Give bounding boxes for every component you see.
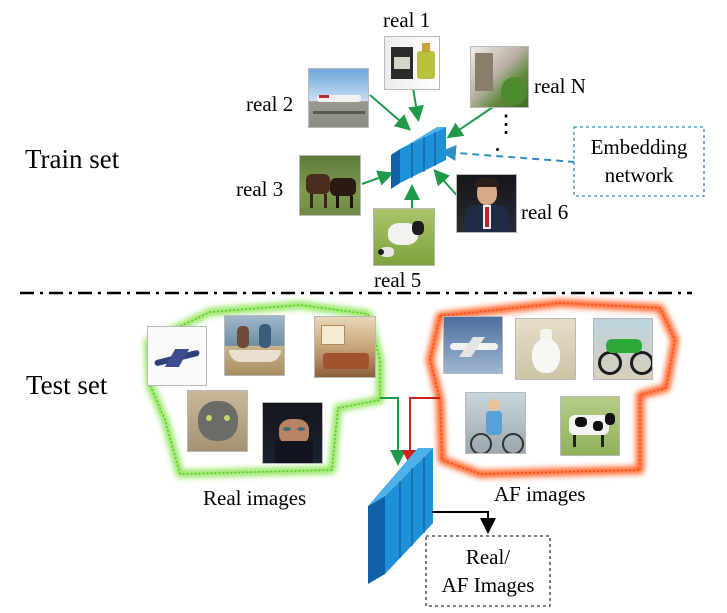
real2-label: real 2: [246, 92, 294, 116]
real6-label: real 6: [521, 200, 569, 224]
embedding-network-box: [573, 126, 705, 197]
real-test-living-room: [314, 316, 376, 378]
ellipsis-vertical-2: [496, 148, 499, 151]
af-test-cow: [560, 396, 620, 456]
output-line2: AF Images: [441, 573, 535, 597]
real6-thumbnail-man-in-suit: [456, 174, 517, 233]
realN-label: real N: [534, 74, 586, 98]
realN-thumbnail-garden: [470, 46, 529, 108]
af-test-motorcycle: [593, 318, 653, 380]
ellipsis-vertical: ⋮: [494, 112, 518, 138]
real-test-cat: [187, 390, 248, 452]
real-test-boat-people: [224, 315, 285, 376]
af-images-label: AF images: [494, 482, 586, 506]
real2-thumbnail-airplane: [308, 68, 369, 128]
test-network-icon: [368, 448, 433, 584]
test-set-label: Test set: [26, 370, 108, 400]
af-test-jet: [443, 316, 503, 374]
af-test-vase: [515, 318, 576, 380]
real-images-label: Real images: [203, 486, 307, 510]
real5-thumbnail-sheep: [373, 208, 435, 266]
real3-thumbnail-cows: [299, 155, 361, 216]
real3-label: real 3: [236, 177, 284, 201]
embedding-network-label: Embedding network: [574, 135, 704, 187]
embedding-line1: Embedding: [590, 135, 688, 159]
train-network-icon: [391, 127, 446, 189]
embedding-line2: network: [604, 163, 674, 187]
output-line1: Real/: [465, 545, 511, 569]
real-to-network-arrow: [380, 397, 406, 466]
network-to-output-arrow: [432, 511, 496, 534]
train-set-label: Train set: [25, 144, 120, 174]
real5-label: real 5: [374, 268, 422, 292]
real1-label: real 1: [383, 8, 431, 32]
output-box-label: Real/ AF Images: [426, 545, 550, 597]
real-test-airplane: [147, 326, 207, 386]
output-box: [425, 535, 551, 607]
embedding-dashed-arrow: [440, 144, 576, 163]
af-test-woman-bicycle: [465, 392, 526, 454]
af-to-network-arrow: [402, 397, 440, 466]
real1-thumbnail-perfume: [384, 36, 440, 90]
real-test-veiled-face: [262, 402, 323, 464]
